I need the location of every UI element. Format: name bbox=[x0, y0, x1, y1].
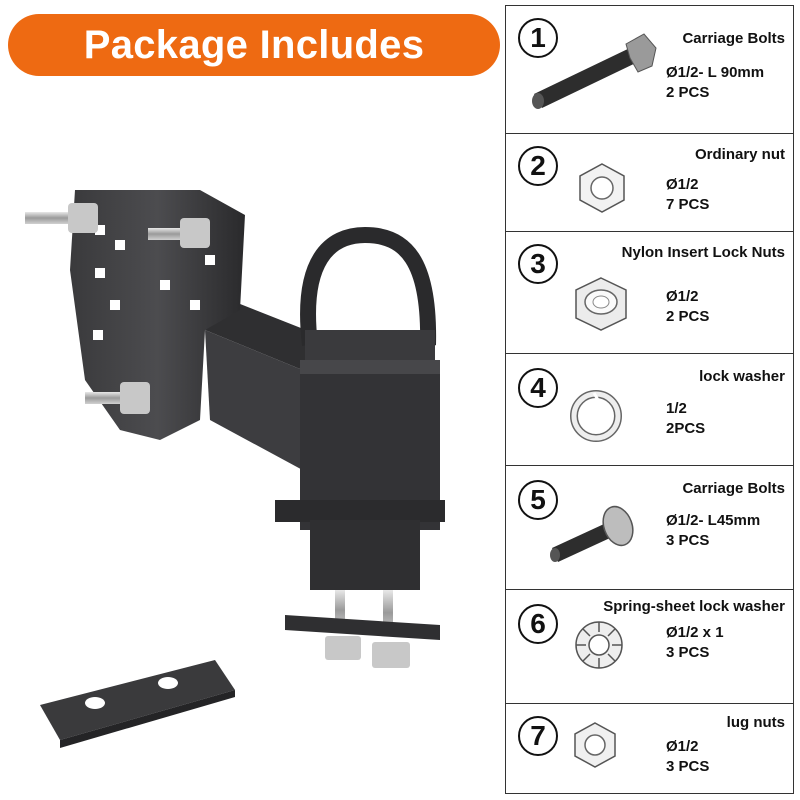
short-carriage-bolt-icon bbox=[550, 505, 634, 562]
item-spec: Ø1/2- L45mm bbox=[666, 512, 761, 529]
list-item: 4 lock washer 1/2 2PCS bbox=[506, 354, 793, 466]
split-lock-washer-icon bbox=[570, 390, 622, 442]
item-spec: Ø1/2 bbox=[666, 288, 699, 305]
item-name: lug nuts bbox=[726, 714, 785, 731]
item-qty: 2 PCS bbox=[666, 308, 710, 325]
list-item: 2 Ordinary nut Ø1/2 7 PCS bbox=[506, 134, 793, 232]
item-spec: Ø1/2 bbox=[666, 738, 699, 755]
item-number: 5 bbox=[518, 480, 558, 520]
item-name: Nylon Insert Lock Nuts bbox=[621, 244, 785, 261]
item-qty: 7 PCS bbox=[666, 196, 710, 213]
toothed-lock-washer-icon bbox=[575, 621, 623, 669]
item-number: 3 bbox=[518, 244, 558, 284]
list-item: 6 Spring-sheet lock washer Ø1/2 x 1 3 PC… bbox=[506, 590, 793, 704]
item-qty: 3 PCS bbox=[666, 758, 710, 775]
list-item: 1 Carriage Bolts Ø1/2- L 90mm 2 PCS bbox=[506, 6, 793, 134]
banner-title: Package Includes bbox=[83, 22, 425, 67]
item-name: lock washer bbox=[699, 368, 785, 385]
hex-nut-icon bbox=[579, 163, 625, 213]
item-name: Carriage Bolts bbox=[682, 480, 785, 497]
item-number: 7 bbox=[518, 716, 558, 756]
item-spec: Ø1/2 x 1 bbox=[666, 624, 724, 641]
lug-nut-icon bbox=[574, 722, 616, 768]
item-qty: 3 PCS bbox=[666, 532, 710, 549]
item-spec: 1/2 bbox=[666, 400, 687, 417]
parts-list: 1 Carriage Bolts Ø1/2- L 90mm 2 PCS 2 Or… bbox=[505, 5, 794, 794]
item-number: 4 bbox=[518, 368, 558, 408]
package-includes-banner: Package Includes bbox=[8, 14, 500, 76]
item-qty: 2PCS bbox=[666, 420, 706, 437]
list-item: 3 Nylon Insert Lock Nuts Ø1/2 2 PCS bbox=[506, 232, 793, 354]
item-qty: 2 PCS bbox=[666, 84, 710, 101]
list-item: 7 lug nuts Ø1/2 3 PCS bbox=[506, 704, 793, 793]
item-name: Carriage Bolts bbox=[682, 30, 785, 47]
long-carriage-bolt-icon bbox=[532, 33, 657, 109]
item-number: 2 bbox=[518, 146, 558, 186]
list-item: 5 Carriage Bolts Ø1/2- L45mm 3 PCS bbox=[506, 466, 793, 590]
item-qty: 3 PCS bbox=[666, 644, 710, 661]
item-number: 6 bbox=[518, 604, 558, 644]
nylon-lock-nut-icon bbox=[575, 277, 627, 331]
item-spec: Ø1/2- L 90mm bbox=[666, 64, 765, 81]
item-name: Spring-sheet lock washer bbox=[603, 598, 785, 615]
item-number: 1 bbox=[518, 18, 558, 58]
item-name: Ordinary nut bbox=[694, 146, 785, 163]
item-spec: Ø1/2 bbox=[666, 176, 699, 193]
mounting-bracket-image bbox=[25, 190, 445, 748]
